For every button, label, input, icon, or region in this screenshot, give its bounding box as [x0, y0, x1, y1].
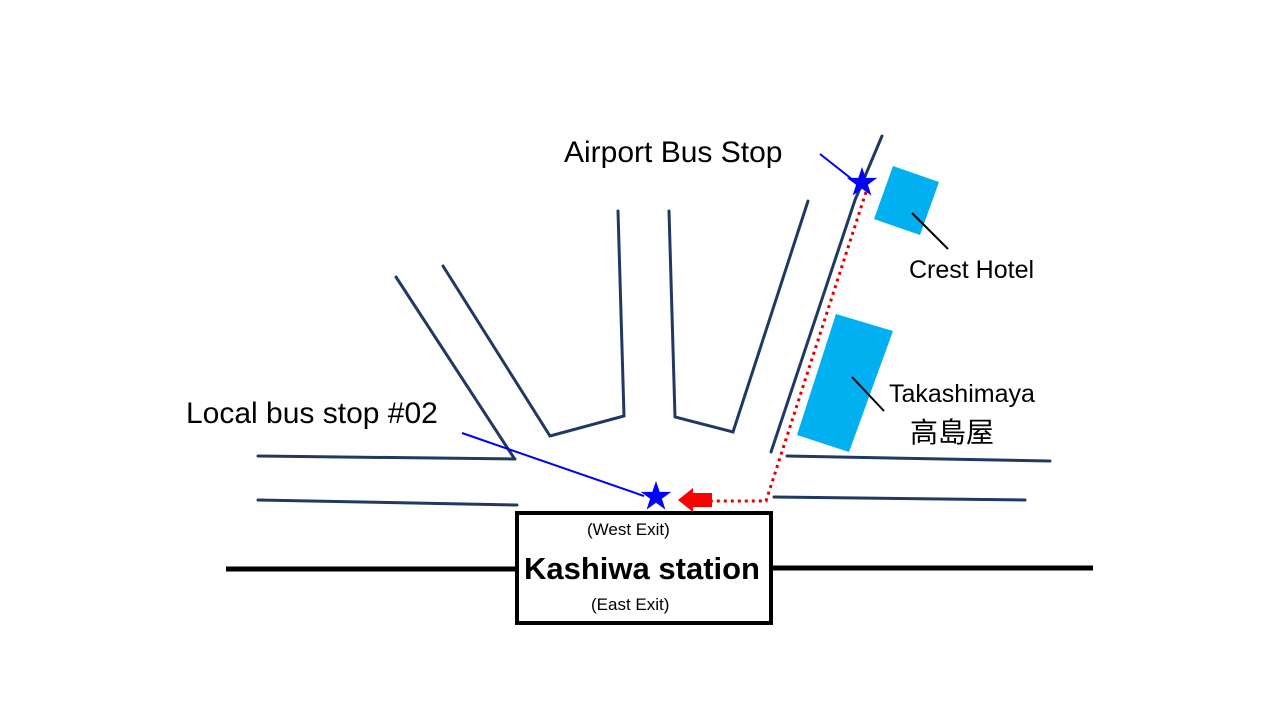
crest-hotel-building [874, 166, 939, 235]
takashimaya-label: Takashimaya [889, 380, 1035, 408]
crest-hotel-label: Crest Hotel [909, 256, 1035, 284]
road-right-main [769, 134, 884, 454]
road-network [256, 134, 1052, 507]
railway [226, 565, 1093, 572]
east-exit-label: (East Exit) [591, 595, 670, 614]
west-exit-label: (West Exit) [587, 520, 670, 539]
road-center-right [667, 199, 810, 434]
left-arrow-icon [678, 488, 712, 512]
road-horizontal-left-upper [256, 454, 517, 461]
takashimaya-building [797, 314, 893, 452]
walking-route [712, 191, 868, 503]
road-diagonal-left-inner [441, 209, 626, 438]
crest-hotel-leader [911, 212, 949, 250]
station-name-label: Kashiwa station [524, 551, 760, 586]
road-diagonal-left-outer [394, 275, 516, 460]
road-horizontal-right-upper [785, 454, 1052, 463]
takashimaya-leader [851, 376, 885, 412]
local-bus-stop-star-icon [640, 481, 672, 510]
local-bus-stop-label: Local bus stop #02 [186, 397, 438, 430]
airport-bus-stop-label: Airport Bus Stop [564, 136, 783, 169]
station-building [515, 511, 773, 625]
road-horizontal-right-lower [772, 495, 1027, 502]
road-horizontal-left-lower [256, 498, 519, 507]
local-bus-stop-leader [461, 432, 645, 497]
airport-bus-stop-star-icon [846, 167, 878, 196]
airport-bus-stop-leader [819, 153, 854, 181]
takashimaya-jp-label: 高島屋 [910, 416, 995, 449]
